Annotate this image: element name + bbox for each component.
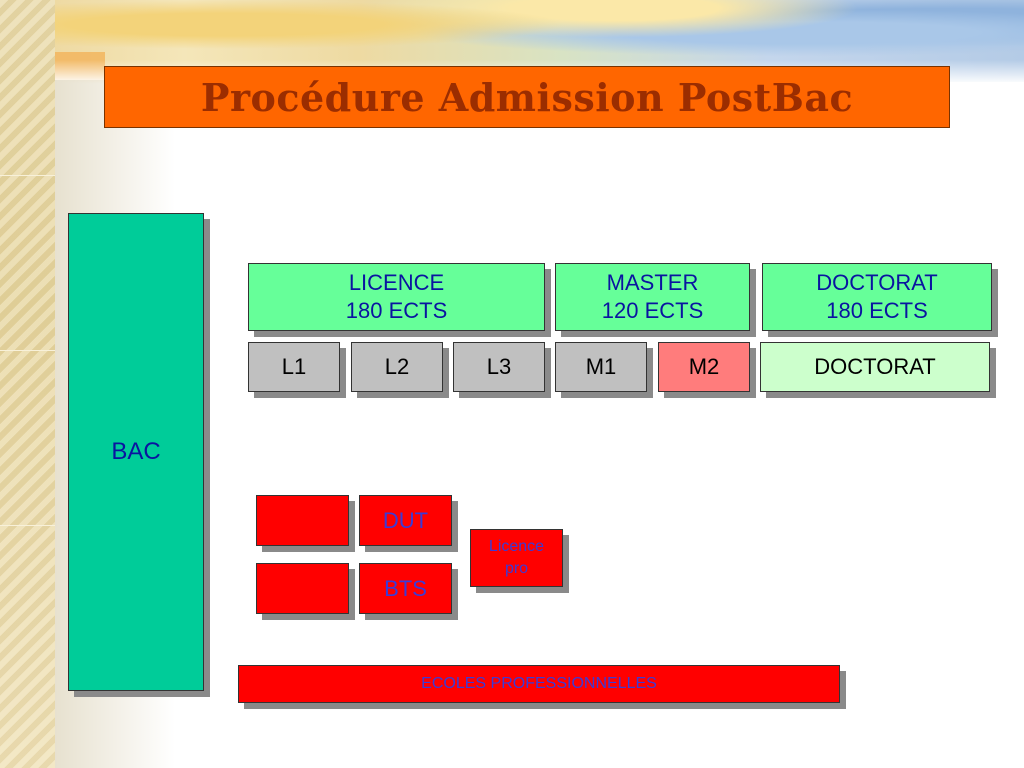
dut-year1-box xyxy=(256,495,349,546)
level-label: M1 xyxy=(586,354,617,380)
ecoles-label: ECOLES PROFESSIONNELLES xyxy=(421,675,657,693)
level-label: DOCTORAT xyxy=(814,354,935,380)
level-l2-box: L2 xyxy=(351,342,443,392)
degree-ects: 120 ECTS xyxy=(602,297,704,325)
slide-title: Procédure Admission PostBac xyxy=(104,66,950,128)
degree-ects: 180 ECTS xyxy=(826,297,928,325)
licence-pro-line1: Licence xyxy=(489,536,544,558)
level-label: L2 xyxy=(385,354,409,380)
level-label: L3 xyxy=(487,354,511,380)
licence-pro-line2: pro xyxy=(505,558,528,580)
level-doctorat-box: DOCTORAT xyxy=(760,342,990,392)
licence-pro-box: Licence pro xyxy=(470,529,563,587)
bts-box: BTS xyxy=(359,563,452,614)
degree-name: MASTER xyxy=(607,269,699,297)
degree-doctorat-box: DOCTORAT 180 ECTS xyxy=(762,263,992,331)
decorative-left-band xyxy=(0,0,55,768)
bac-box: BAC xyxy=(68,213,204,691)
degree-name: DOCTORAT xyxy=(816,269,937,297)
decorative-divider xyxy=(0,525,55,526)
dut-label: DUT xyxy=(383,508,428,534)
bac-label: BAC xyxy=(111,438,160,466)
degree-name: LICENCE xyxy=(349,269,444,297)
bts-year1-box xyxy=(256,563,349,614)
ecoles-professionnelles-box: ECOLES PROFESSIONNELLES xyxy=(238,665,840,703)
level-l3-box: L3 xyxy=(453,342,545,392)
level-m2-box: M2 xyxy=(658,342,750,392)
level-label: M2 xyxy=(689,354,720,380)
decorative-divider xyxy=(0,175,55,176)
decorative-divider xyxy=(0,350,55,351)
degree-licence-box: LICENCE 180 ECTS xyxy=(248,263,545,331)
level-label: L1 xyxy=(282,354,306,380)
level-l1-box: L1 xyxy=(248,342,340,392)
degree-ects: 180 ECTS xyxy=(346,297,448,325)
dut-box: DUT xyxy=(359,495,452,546)
level-m1-box: M1 xyxy=(555,342,647,392)
bts-label: BTS xyxy=(384,576,427,602)
degree-master-box: MASTER 120 ECTS xyxy=(555,263,750,331)
